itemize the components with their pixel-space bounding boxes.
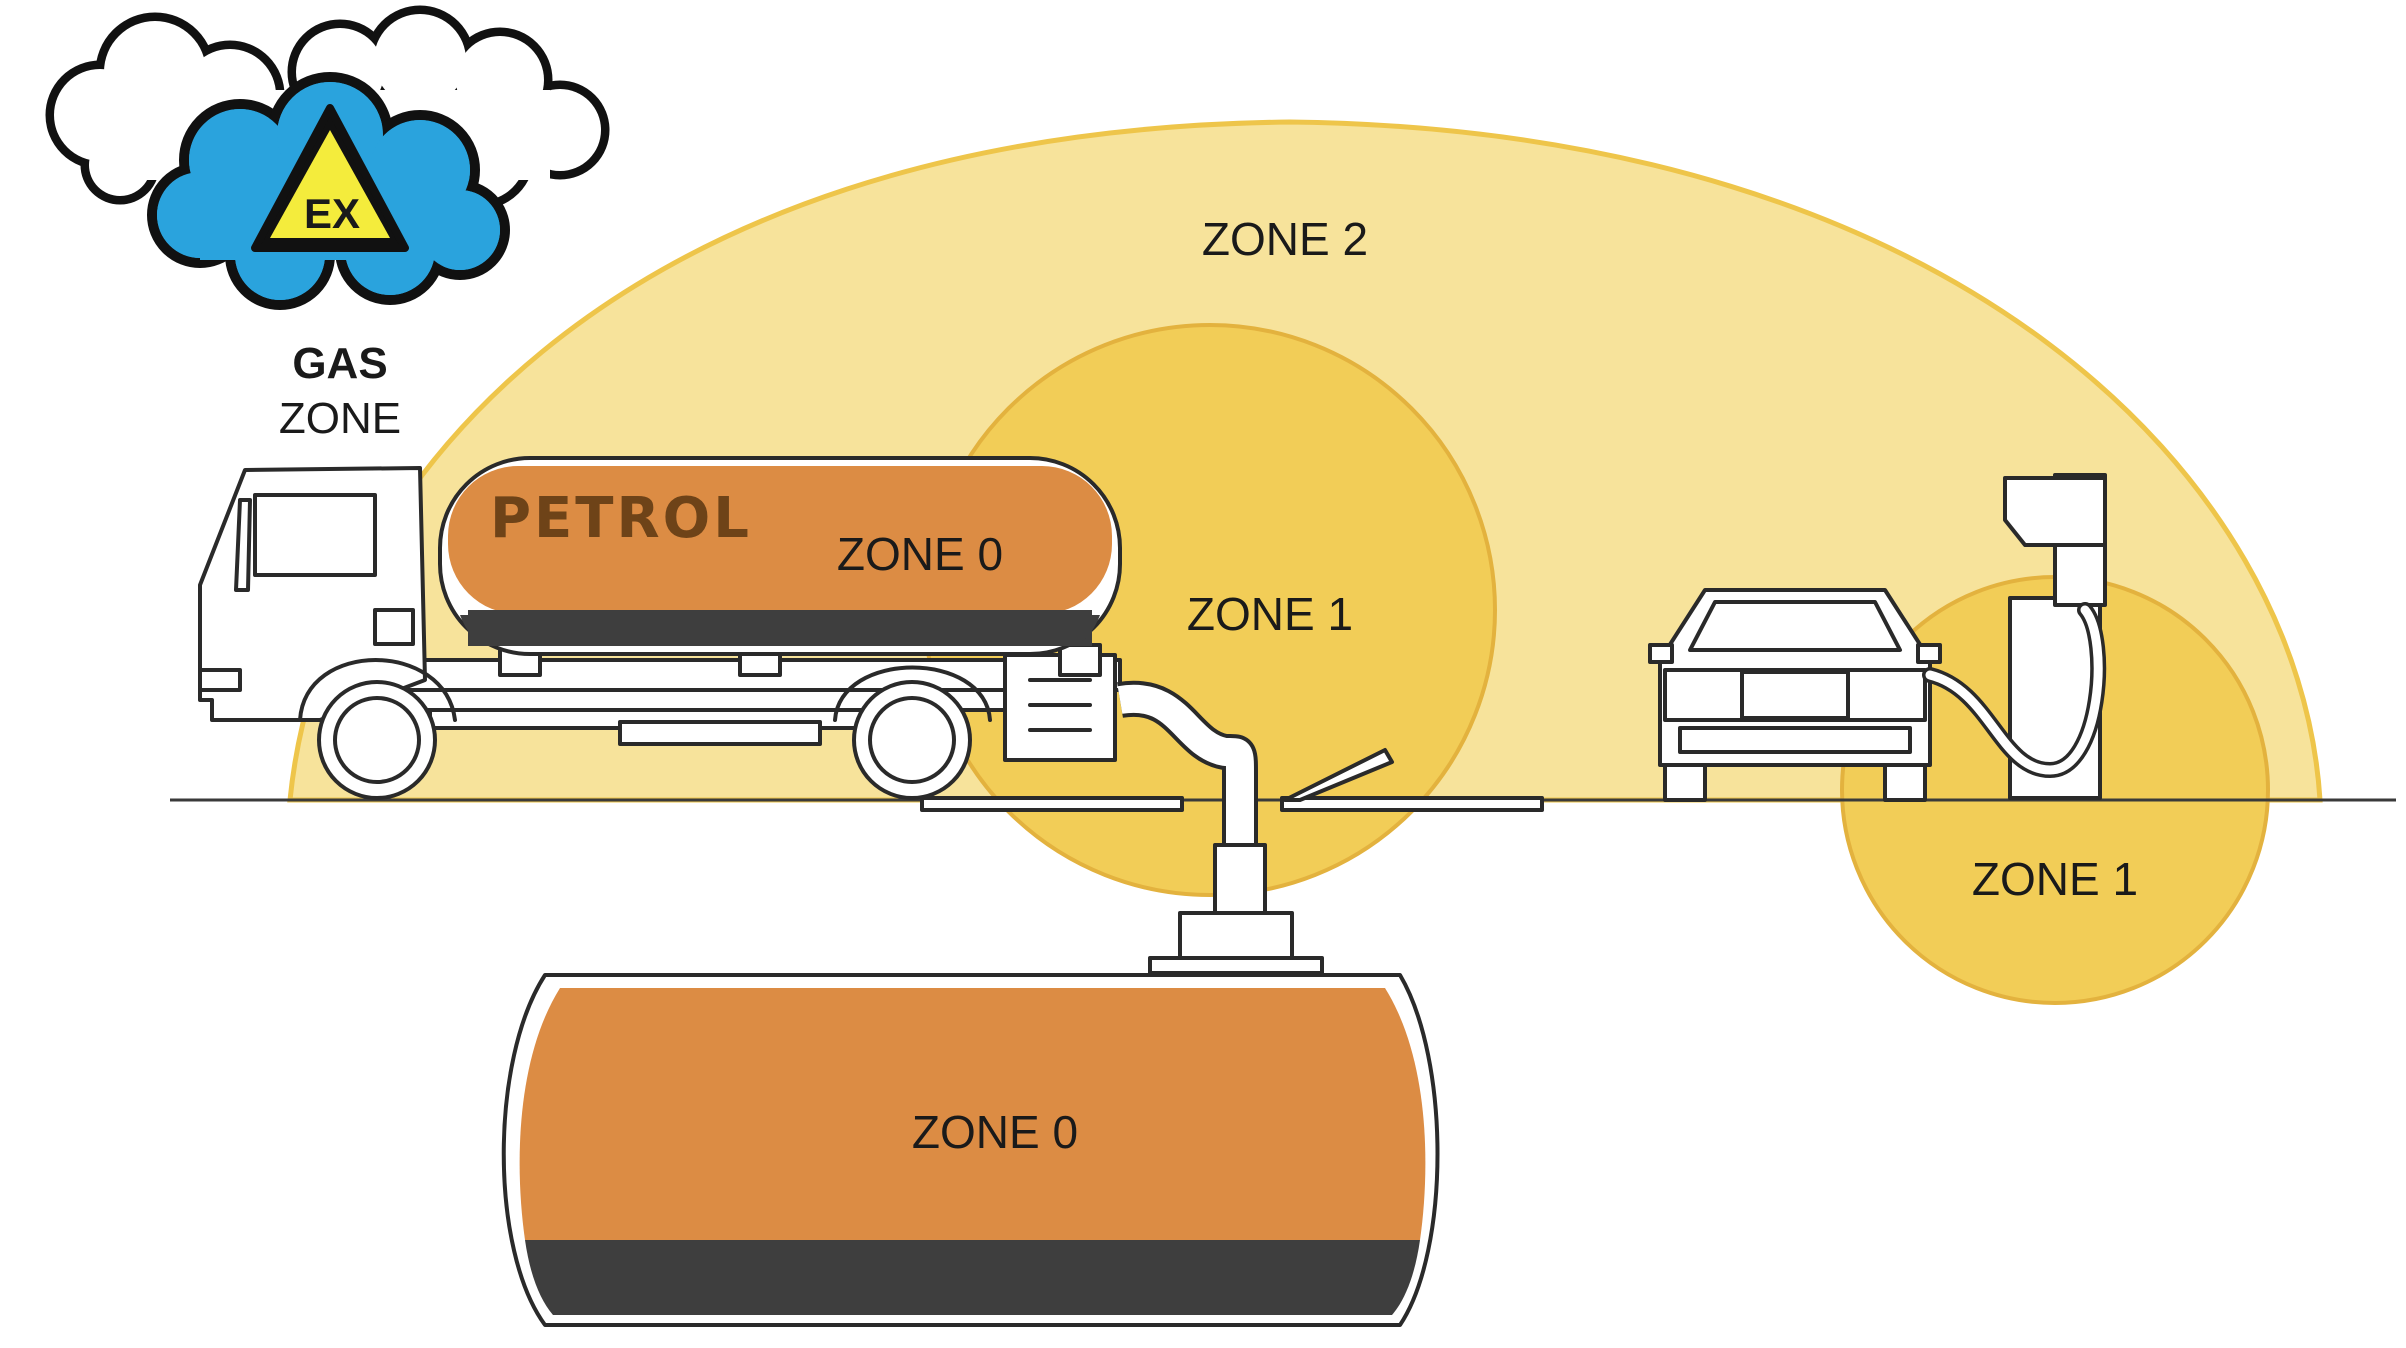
car: [1648, 588, 1942, 802]
underground-storage-tank: [501, 973, 1440, 1327]
underground-tank-zone-0-label: ZONE 0: [912, 1106, 1078, 1158]
tanker-truck: PETROL: [198, 456, 1122, 800]
fuel-pump: [1922, 473, 2107, 800]
gas-cloud-icon: EX: [45, 5, 610, 310]
zone-2-label: ZONE 2: [1202, 213, 1368, 265]
petrol-marking: PETROL: [490, 486, 752, 551]
fill-point-slabs: [920, 748, 1544, 812]
badge-title-regular: ZONE: [279, 394, 401, 443]
pump-zone-1-label: ZONE 1: [1972, 853, 2138, 905]
truck-rear-wheel: [852, 680, 972, 800]
blue-cloud-fill: [157, 82, 500, 300]
truck-front-wheel: [317, 680, 437, 800]
truck-tank-zone-0-label: ZONE 0: [837, 528, 1003, 580]
delivery-hose: [1117, 680, 1258, 850]
warning-triangle-icon: EX: [251, 104, 409, 252]
fill-point-zone-1-label: ZONE 1: [1187, 588, 1353, 640]
tank-fill-neck: [1148, 843, 1324, 975]
ex-symbol-text: EX: [304, 190, 360, 237]
truck-fuel-tank: PETROL: [438, 456, 1122, 656]
truck-cab-window: [253, 493, 377, 577]
badge-title-bold: GAS: [292, 339, 387, 388]
